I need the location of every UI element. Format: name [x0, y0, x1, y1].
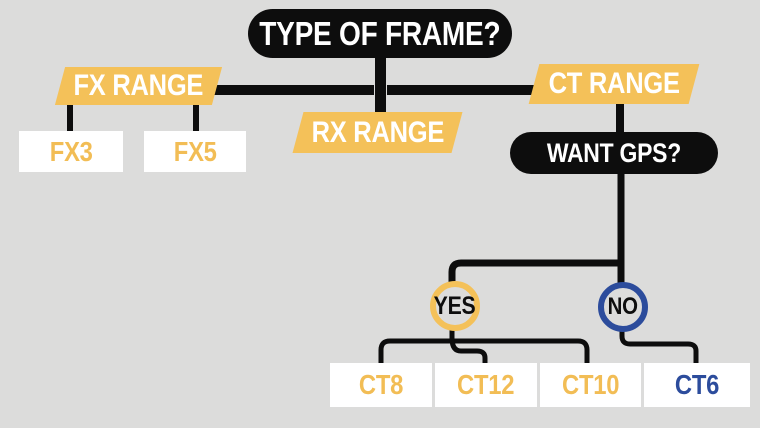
- leaf-ct8-label: CT8: [358, 369, 404, 400]
- branch-rx-range-label: RX RANGE: [311, 115, 444, 149]
- leaf-ct10-label: CT10: [561, 369, 620, 400]
- node-type-of-frame: TYPE OF FRAME?: [248, 9, 512, 58]
- branch-ct-range: CT RANGE: [528, 64, 700, 104]
- leaf-fx5: FX5: [144, 131, 246, 172]
- branch-ct-range-label: CT RANGE: [548, 67, 680, 100]
- leaf-ct6-label: CT6: [674, 369, 720, 400]
- branch-rx-range: RX RANGE: [292, 112, 463, 153]
- branch-fx-range-label: FX RANGE: [73, 69, 204, 102]
- node-type-of-frame-label: TYPE OF FRAME?: [259, 14, 501, 52]
- node-no: NO: [598, 282, 648, 332]
- leaf-fx3-label: FX3: [49, 135, 93, 167]
- node-want-gps-label: WANT GPS?: [546, 137, 682, 168]
- leaf-fx3: FX3: [19, 131, 123, 172]
- node-want-gps: WANT GPS?: [510, 132, 718, 174]
- branch-fx-range: FX RANGE: [54, 67, 223, 105]
- leaf-ct6: CT6: [644, 363, 750, 407]
- leaf-fx5-label: FX5: [173, 135, 217, 167]
- leaf-ct8: CT8: [330, 363, 432, 407]
- node-yes: YES: [430, 281, 480, 331]
- node-yes-label: YES: [434, 291, 476, 320]
- leaf-ct10: CT10: [540, 363, 641, 407]
- leaf-ct12-label: CT12: [457, 369, 515, 400]
- leaf-ct12: CT12: [435, 363, 537, 407]
- node-no-label: NO: [607, 293, 639, 320]
